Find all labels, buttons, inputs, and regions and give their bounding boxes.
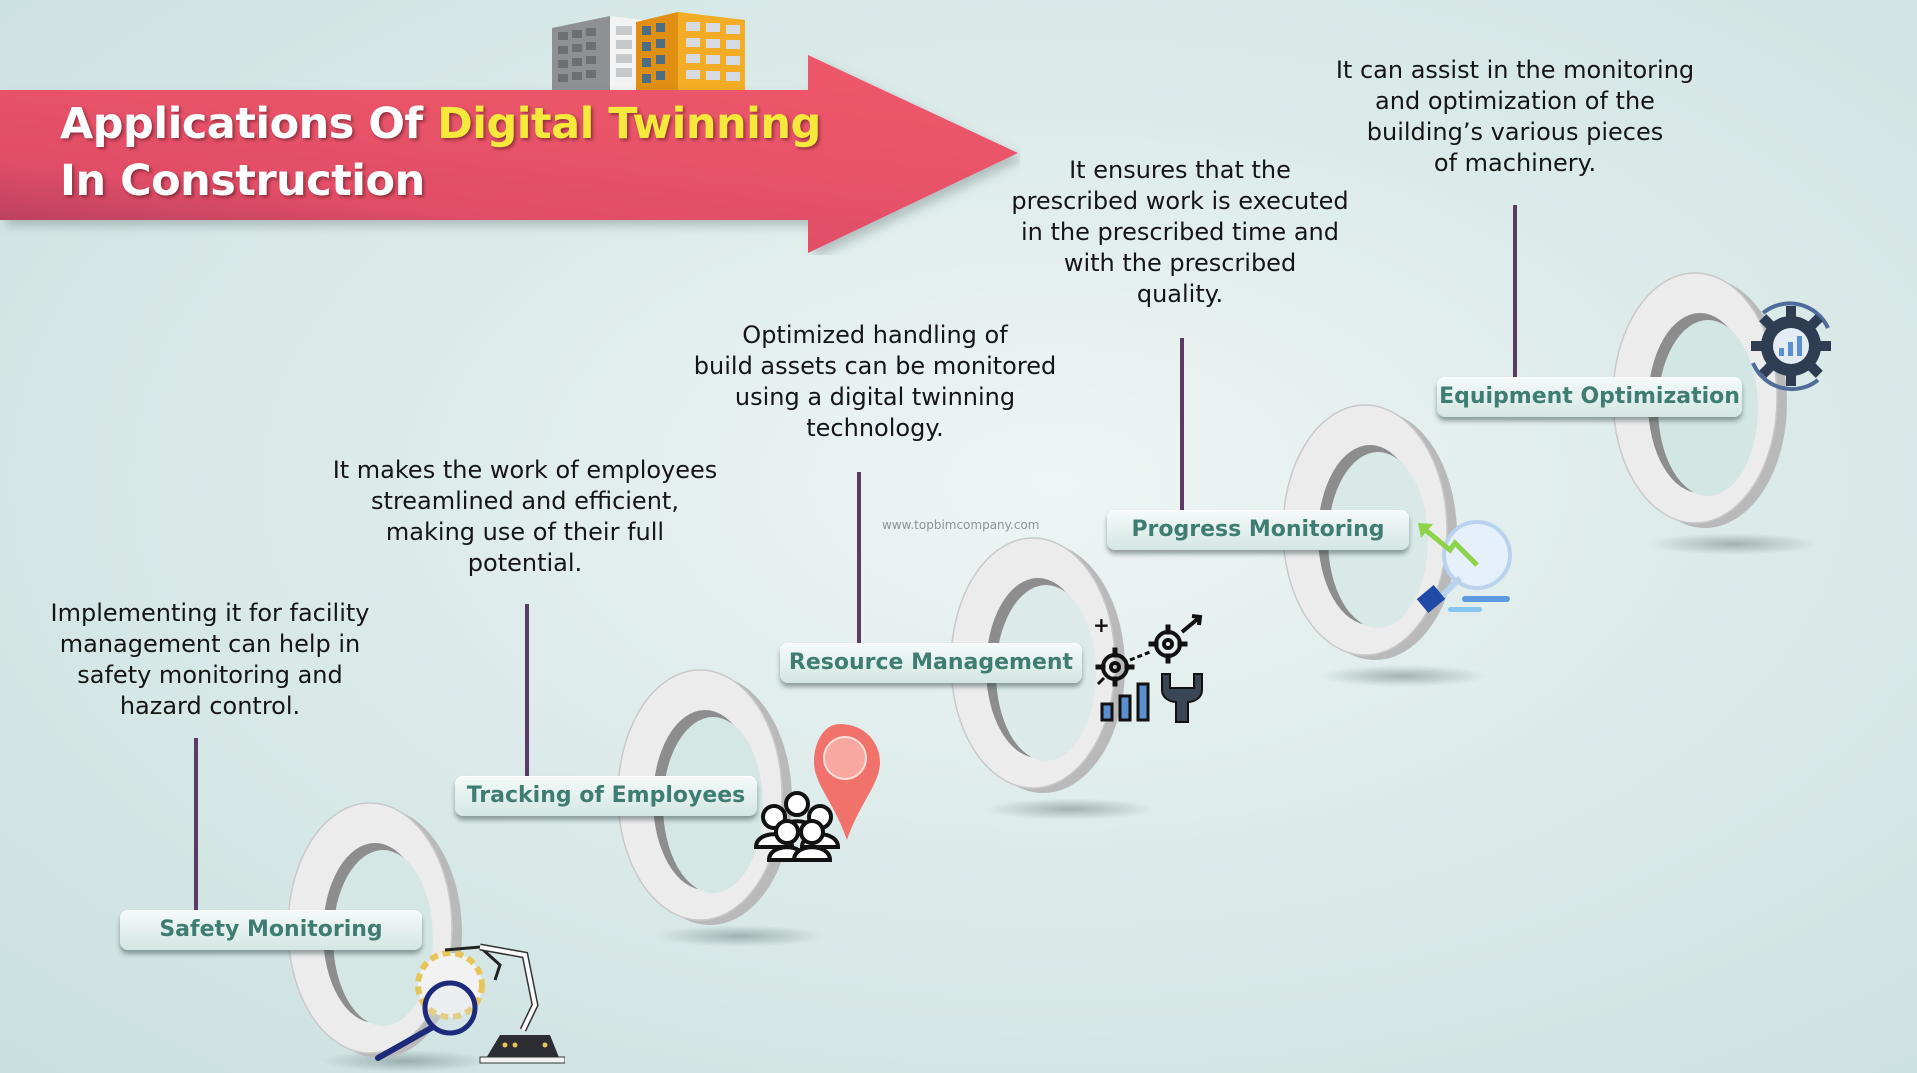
label-safety-monitoring: Safety Monitoring [120, 910, 422, 950]
watermark: www.topbimcompany.com [882, 518, 1040, 532]
title-highlight: Digital Twinning [437, 99, 821, 149]
title-banner-arrow [0, 55, 1018, 253]
ring-shadow [985, 798, 1155, 820]
people-group-location-pin-icon [753, 724, 880, 862]
gear-bar-chart-icon [1751, 301, 1831, 392]
title-part1: Applications Of [60, 99, 438, 149]
connector-line [1513, 205, 1517, 377]
buildings-icon [552, 12, 745, 93]
connector-line [194, 738, 198, 910]
connector-line [1180, 338, 1184, 510]
label-resource-management: Resource Management [780, 643, 1082, 683]
page-title: Applications Of Digital Twinning In Cons… [60, 96, 821, 210]
description-safety-monitoring: Implementing it for facility management … [50, 599, 370, 720]
connector-line [857, 472, 861, 644]
label-tracking-employees: Tracking of Employees [455, 776, 757, 816]
svg-text:+: + [1093, 613, 1110, 637]
magnifier-trend-arrow-icon [1416, 520, 1512, 613]
description-progress-monitoring: It ensures that the prescribed work is e… [1011, 156, 1349, 308]
robot-arm-gear-magnifier-icon [375, 943, 565, 1064]
label-equipment-optimization: Equipment Optimization [1437, 377, 1742, 417]
description-tracking-employees: It makes the work of employees streamlin… [332, 456, 718, 577]
label-progress-monitoring: Progress Monitoring [1107, 510, 1409, 550]
description-equipment-optimization: It can assist in the monitoring and opti… [1335, 56, 1695, 177]
description-resource-management: Optimized handling of build assets can b… [693, 321, 1057, 442]
title-line2: In Construction [60, 156, 425, 206]
gears-chart-wrench-icon: + [1093, 613, 1203, 723]
connector-line [525, 604, 529, 776]
ring-shadow [320, 1050, 490, 1072]
ring-shadow [1318, 665, 1488, 687]
ring-shadow [1648, 533, 1818, 555]
ring-shadow [655, 925, 825, 947]
